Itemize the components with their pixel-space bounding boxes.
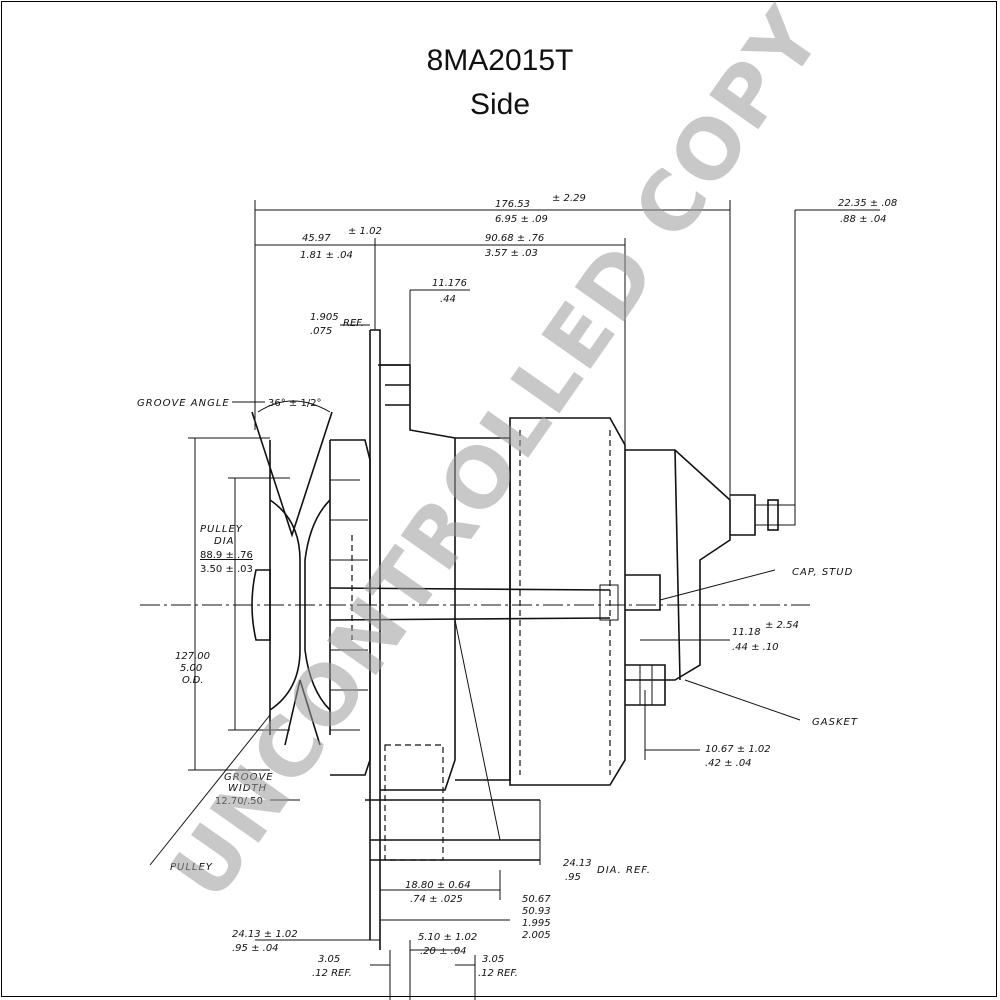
pulley-groove-v — [251, 411, 333, 538]
dim-1118-bottom: .44 ± .10 — [732, 642, 779, 653]
dim-2413b-top: 24.13 ± 1.02 — [232, 929, 298, 940]
dim-90-top: 90.68 ± .76 — [485, 233, 544, 244]
pulley-nut — [251, 569, 271, 641]
mount-ear-hidden — [384, 744, 444, 861]
label-pulley: PULLEY — [170, 862, 213, 873]
dim-1905-ref: REF. — [343, 318, 364, 329]
dim-1995: 1.995 — [522, 918, 551, 929]
dim-45-top: 45.97 — [302, 233, 331, 244]
dimension-lines — [149, 200, 880, 1000]
label-od-mm: 127.00 — [175, 651, 210, 662]
label-pulley-dia-mm: 88.9 ± .76 — [200, 550, 253, 561]
dim-overall-tol: ± 2.29 — [552, 193, 586, 204]
dim-305a-top: 3.05 — [318, 954, 340, 965]
dim-2413-top: 24.13 — [563, 858, 592, 869]
terminal-base — [730, 494, 756, 536]
dim-45-bottom: 1.81 ± .04 — [300, 250, 353, 261]
dimension-labels: 176.53 ± 2.29 6.95 ± .09 45.97 ± 1.02 1.… — [137, 193, 897, 979]
lower-stud-nut — [639, 665, 653, 705]
front-plate — [369, 329, 381, 950]
cap-flange — [674, 449, 681, 681]
label-pulley-dia-2: DIA — [214, 536, 235, 547]
dim-45-tol: ± 1.02 — [348, 226, 382, 237]
dim-1880-bottom: .74 ± .025 — [410, 894, 463, 905]
dim-1118-tol: ± 2.54 — [765, 620, 799, 631]
dim-5093: 50.93 — [522, 906, 551, 917]
label-pulley-dia-in: 3.50 ± .03 — [200, 564, 253, 575]
dim-2413b-bottom: .95 ± .04 — [232, 943, 279, 954]
rear-housing-hidden — [519, 430, 611, 775]
mount-lines — [365, 799, 540, 861]
dim-1880-top: 18.80 ± 0.64 — [405, 880, 471, 891]
dim-1118-top: 11.18 — [732, 627, 761, 638]
dim-2413-bottom: .95 — [565, 872, 581, 883]
dim-2235-top: 22.35 ± .08 — [838, 198, 897, 209]
dim-1067-bottom: .42 ± .04 — [705, 758, 752, 769]
rear-housing — [509, 417, 626, 786]
dim-305b-bottom: .12 REF. — [478, 968, 518, 979]
label-groove-width-1: GROOVE — [224, 772, 274, 783]
label-groove-width-value: 12.70/.50 — [215, 796, 263, 807]
dim-305b-top: 3.05 — [482, 954, 504, 965]
label-groove-angle: GROOVE ANGLE — [137, 398, 230, 409]
dim-5067: 50.67 — [522, 894, 551, 905]
drawing-subtitle: Side — [469, 88, 531, 121]
label-groove-width-2: WIDTH — [228, 783, 267, 794]
dim-11176-bottom: .44 — [440, 294, 456, 305]
pulley-inner-curve-2 — [304, 499, 331, 711]
dim-overall-top: 176.53 — [495, 199, 530, 210]
dim-1905-bottom: .075 — [310, 326, 332, 337]
shaft — [329, 587, 611, 621]
dim-11176-top: 11.176 — [432, 278, 467, 289]
drawing-title: 8MA2015T — [426, 44, 574, 77]
pulley-lower-v — [284, 679, 321, 746]
label-gasket: GASKET — [812, 717, 858, 728]
dim-overall-bottom: 6.95 ± .09 — [495, 214, 548, 225]
fan-blades — [330, 479, 368, 731]
terminal-stud — [755, 504, 796, 526]
label-groove-angle-value: 36° ± 1/2° — [268, 398, 322, 409]
terminal-nut — [767, 499, 779, 531]
mount-ear-top — [378, 364, 410, 406]
dim-305a-bottom: .12 REF. — [312, 968, 352, 979]
dim-90-bottom: 3.57 ± .03 — [485, 248, 538, 259]
shaft-end — [599, 584, 619, 621]
dim-1067-top: 10.67 ± 1.02 — [705, 744, 771, 755]
dim-2235-bottom: .88 ± .04 — [840, 214, 887, 225]
dim-2005: 2.005 — [522, 930, 551, 941]
cap-stud — [625, 574, 661, 611]
dim-1905-top: 1.905 — [310, 312, 339, 323]
watermark-text: UNCONTROLLED COPY — [154, 0, 842, 916]
label-dia-ref: DIA. REF. — [597, 865, 651, 876]
label-od: O.D. — [182, 675, 204, 686]
brace-line — [454, 619, 501, 841]
pulley-inner-curve — [269, 499, 301, 711]
label-od-in: 5.00 — [180, 663, 202, 674]
dim-510-top: 5.10 ± 1.02 — [418, 932, 477, 943]
label-pulley-dia-1: PULLEY — [200, 524, 243, 535]
label-cap-stud: CAP, STUD — [792, 567, 853, 578]
dim-510-bottom: .20 ± .04 — [420, 946, 467, 957]
